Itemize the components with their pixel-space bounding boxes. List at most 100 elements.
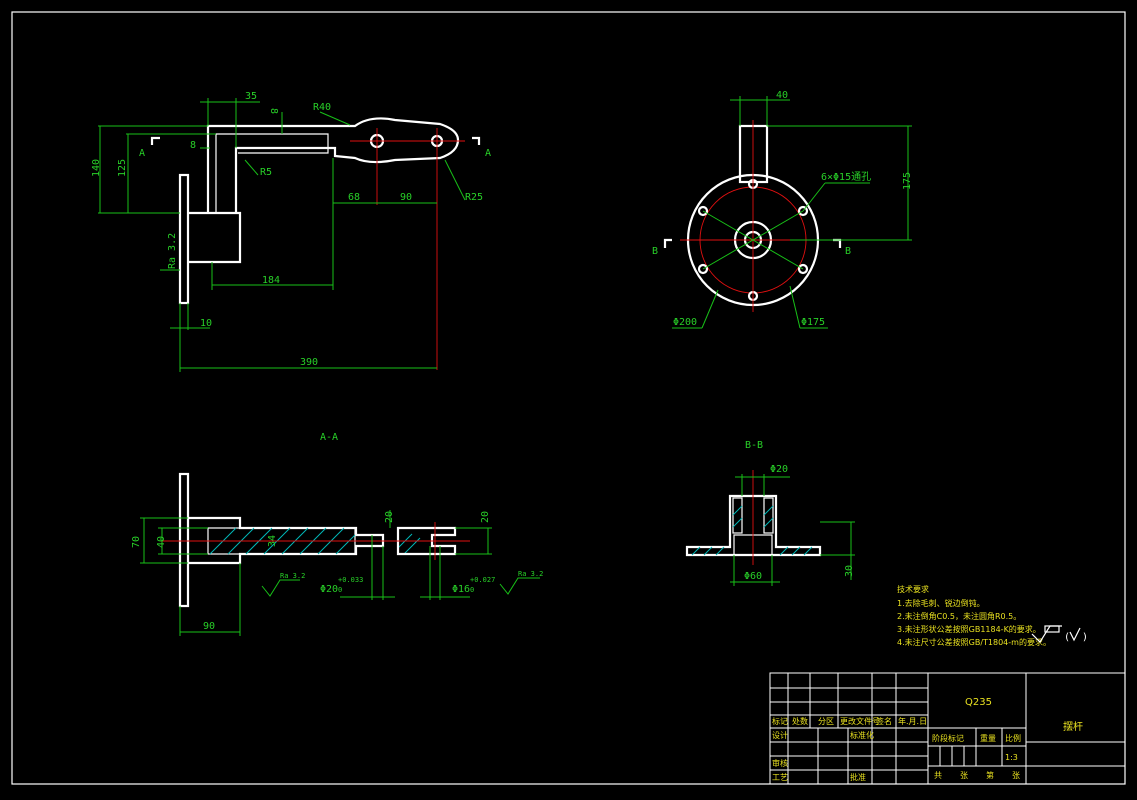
- section-label-b-right: B: [845, 246, 851, 257]
- tb-weight: 重量: [980, 733, 996, 743]
- roughness-main: Ra 3.2: [167, 233, 178, 269]
- bb-wall-left: [732, 497, 743, 534]
- boss: [738, 124, 769, 184]
- roughness-box: [1044, 625, 1060, 633]
- tb-stage: 阶段标记: [932, 733, 964, 743]
- arm-inner: [215, 133, 329, 213]
- aa-dim-90: 90: [203, 621, 215, 632]
- section-bb: B-B Φ20 Φ60 30: [685, 440, 855, 586]
- bb-phi20: Φ20: [770, 464, 788, 475]
- dim-140: 140: [91, 159, 102, 177]
- aa-phi20: Φ20: [320, 584, 338, 595]
- tb-approve: 批准: [850, 772, 866, 782]
- bolt-hole-6: [697, 205, 709, 217]
- tech-notes-heading: 技术要求: [897, 584, 929, 594]
- tb-label-3: 分区: [818, 717, 834, 726]
- hub: [188, 211, 242, 264]
- aa-dim-34: 34: [267, 535, 278, 547]
- bolt-hole-3: [797, 263, 809, 275]
- dim-40-right: 40: [776, 90, 788, 101]
- dim-125: 125: [117, 159, 128, 177]
- main-dim-lines: [98, 98, 466, 372]
- tb-design: 设计: [772, 730, 788, 740]
- tb-sheet-1: 共: [934, 771, 942, 780]
- aa-dim-70: 70: [131, 536, 142, 548]
- dim-r40: R40: [313, 102, 331, 113]
- arm-outline: [206, 117, 460, 213]
- section-label-b-left: B: [652, 246, 658, 257]
- bb-wall-right: [763, 497, 774, 534]
- aa-tol16: +0.027: [470, 576, 495, 584]
- section-aa-title: A-A: [320, 432, 338, 443]
- dim-10: 10: [200, 318, 212, 329]
- tb-label-5: 签名: [876, 716, 892, 726]
- bb-dim-lines: [730, 474, 855, 586]
- roughness-symbol-small: [1069, 627, 1081, 642]
- aa-tol16b: 0: [470, 586, 474, 594]
- tb-part-name: 摆杆: [1063, 720, 1083, 733]
- dim-68: 68: [348, 192, 360, 203]
- tech-note-2: 2.未注倒角C0.5，未注圆角R0.5。: [897, 611, 1021, 621]
- tb-scale-val: 1:3: [1005, 753, 1018, 762]
- tb-label-6: 年.月.日: [898, 716, 927, 726]
- title-block: Q235 摆杆 标记 处数 分区 更改文件号 签名 年.月.日 设计 标准化 阶…: [769, 672, 1126, 785]
- aa-tol20: +0.033: [338, 576, 363, 584]
- section-label-a-right: A: [485, 148, 491, 159]
- aa-roughness-1: Ra 3.2: [280, 572, 305, 580]
- section-aa: A-A 70: [131, 432, 543, 636]
- bb-hatching: [691, 505, 813, 556]
- tb-sheet-2: 张: [960, 771, 968, 780]
- tb-standard: 标准化: [850, 730, 874, 740]
- section-bb-title: B-B: [745, 440, 763, 451]
- dim-r25: R25: [465, 192, 483, 203]
- dim-r5: R5: [260, 167, 272, 178]
- bolt-hole-2: [797, 205, 809, 217]
- aa-dim-20b: 20: [480, 511, 491, 523]
- section-mark-a-right: [472, 136, 481, 145]
- dim-175h: 175: [902, 172, 913, 190]
- tb-label-4: 更改文件号: [840, 716, 880, 726]
- right-dim-lines: [672, 96, 912, 329]
- section-mark-a-left: [150, 136, 160, 145]
- tech-note-1: 1.去除毛刺、锐边倒钝。: [897, 598, 985, 608]
- aa-dim-20a: 20: [384, 511, 395, 523]
- tb-sheet-4: 张: [1012, 771, 1020, 780]
- dim-35: 35: [245, 91, 257, 102]
- tb-process: 工艺: [772, 773, 788, 782]
- bolt-hole-5: [697, 263, 709, 275]
- aa-tol20b: 0: [338, 586, 342, 594]
- aa-shaft: [188, 516, 385, 565]
- dim-90: 90: [400, 192, 412, 203]
- aa-dim-40: 40: [156, 536, 167, 548]
- diag-2: [702, 210, 804, 270]
- bb-phi60: Φ60: [744, 571, 762, 582]
- aa-roughness-2: Ra 3.2: [518, 570, 543, 578]
- main-view: A A 35 8 R40: [91, 91, 491, 372]
- tb-sheet-3: 第: [986, 770, 994, 780]
- dim-phi175: Φ175: [801, 317, 825, 328]
- bb-profile: [685, 494, 822, 557]
- tb-review: 审核: [772, 758, 788, 768]
- aa-phi16: Φ16: [452, 584, 470, 595]
- roughness-paren: (: [1064, 632, 1070, 643]
- section-mark-b-right: [833, 238, 842, 248]
- tb-scale: 比例: [1005, 733, 1021, 743]
- aa-flange: [178, 472, 190, 608]
- dim-holes: 6×Φ15通孔: [821, 171, 871, 183]
- dim-phi200: Φ200: [673, 317, 697, 328]
- dim-390: 390: [300, 357, 318, 368]
- dim-8-top: 8: [268, 108, 279, 114]
- title-block-grid: [770, 673, 965, 784]
- tech-note-3: 3.未注形状公差按照GB1184-K的要求。: [897, 624, 1041, 634]
- roughness-paren-close: ): [1082, 632, 1088, 643]
- tech-notes: 技术要求 1.去除毛刺、锐边倒钝。 2.未注倒角C0.5，未注圆角R0.5。 3…: [897, 584, 1088, 647]
- aa-dim-lines: [140, 510, 540, 636]
- tech-note-4: 4.未注尺寸公差按照GB/T1804-m的要求。: [897, 637, 1051, 647]
- section-mark-b-left: [663, 238, 672, 248]
- tb-label-1: 标记: [772, 716, 788, 726]
- bb-dim-30: 30: [844, 565, 855, 577]
- aa-fork: [396, 526, 457, 556]
- dim-8-left: 8: [190, 140, 196, 151]
